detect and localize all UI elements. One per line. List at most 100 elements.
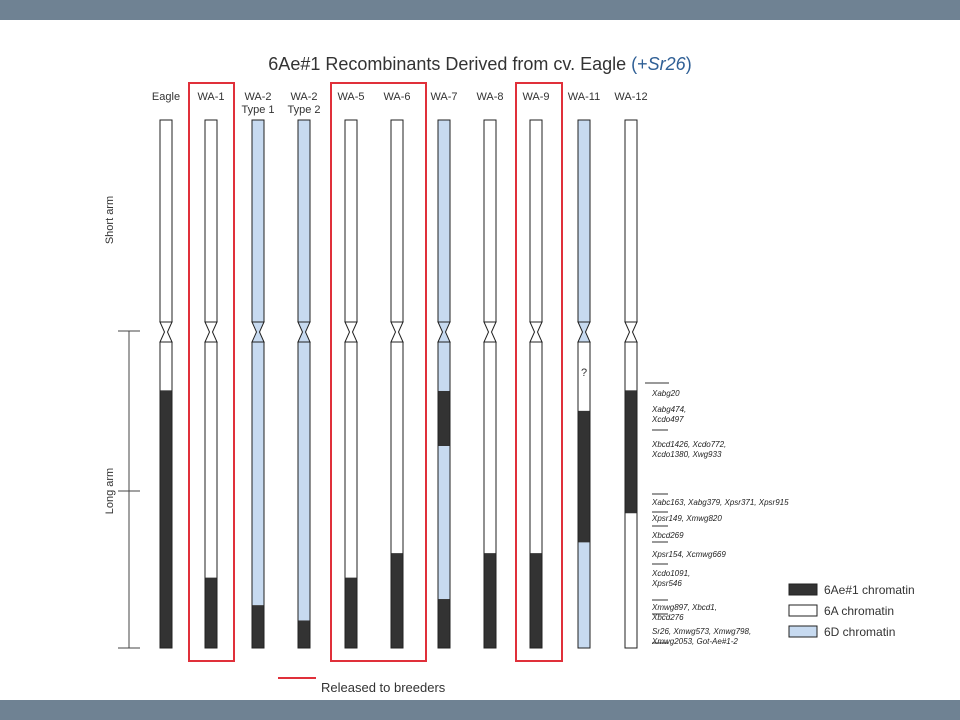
segment-ae (530, 553, 542, 648)
released-box-3 (515, 82, 563, 662)
marker-text: Xcdo1380, Xwg933 (651, 450, 722, 459)
marker-text: Xabg20 (651, 389, 680, 398)
chromosome-wa-6: WA-6 (383, 91, 411, 649)
short-arm-label: Short arm (104, 196, 116, 244)
segment-6a (625, 342, 637, 391)
footer-bar (0, 700, 960, 720)
marker-group: Xbcd269 (651, 531, 684, 543)
legend-label: 6Ae#1 chromatin (824, 583, 915, 597)
marker-text: Sr26, Xmwg573, Xmwg798, (652, 627, 751, 636)
legend-swatch (788, 604, 818, 617)
marker-group: Xabg474,Xcdo497 (651, 405, 686, 431)
long-arm-label: Long arm (104, 468, 116, 514)
marker-group: Xabg20 (645, 382, 680, 398)
segment-6d (578, 542, 590, 648)
marker-text: Xpsr149, Xmwg820 (651, 514, 722, 523)
segment-6a (205, 342, 217, 578)
legend-label: 6A chromatin (824, 604, 894, 618)
legend-item: 6A chromatin (788, 604, 894, 618)
segment-ae (252, 605, 264, 648)
chromosome-wa-12: WA-12 (614, 91, 648, 649)
chromosome-label: WA-11 (568, 91, 600, 103)
marker-text: Xpsr154, Xcmwg669 (651, 550, 726, 559)
title-main: 6Ae#1 Recombinants Derived from cv. Eagl… (268, 54, 632, 74)
segment-6a (205, 120, 217, 322)
marker-text: Xbcd276 (651, 613, 684, 622)
legend-item: 6D chromatin (788, 625, 895, 639)
centromere (529, 321, 543, 343)
chromosome-label: WA-6 (383, 91, 410, 103)
marker-text: Xbcd269 (651, 531, 684, 540)
chromosome-wa-11: WA-11? (568, 91, 600, 649)
marker-group: Xabc163, Xabg379, Xpsr371, Xpsr915 (651, 498, 789, 513)
segment-6d (252, 120, 264, 322)
segment-ae (484, 553, 496, 648)
marker-group: Xpsr154, Xcmwg669 (651, 550, 726, 565)
chromosome-wa-5: WA-5 (337, 91, 365, 649)
released-boxes (188, 82, 563, 662)
segment-6d (298, 342, 310, 621)
segment-6a (484, 342, 496, 554)
segment-6a (625, 513, 637, 648)
chromosome-wa-8: WA-8 (476, 91, 504, 649)
segment-6d (298, 120, 310, 322)
segment-6a (530, 342, 542, 554)
title-paren-open: (+ (631, 54, 648, 74)
chromosome-sublabel: Type 1 (241, 104, 274, 116)
segment-ae (345, 577, 357, 648)
segment-ae (438, 390, 450, 447)
chromosome-label: WA-5 (337, 91, 364, 103)
segment-6a (484, 120, 496, 322)
chromosome-label: WA-9 (522, 91, 549, 103)
segment-6a (530, 120, 542, 322)
released-key-label: Released to breeders (321, 680, 446, 695)
legend-label: 6D chromatin (824, 625, 895, 639)
header-bar (0, 0, 960, 20)
segment-6a (578, 342, 590, 411)
segment-6a (160, 120, 172, 322)
chromosome-label: WA-2 (290, 91, 317, 103)
released-box-2 (330, 82, 427, 662)
segment-6d (438, 446, 450, 600)
chromosome-label: WA-7 (430, 91, 457, 103)
legend-swatch (788, 625, 818, 638)
centromere (204, 321, 218, 343)
segment-6a (391, 120, 403, 322)
centromere (437, 321, 451, 343)
marker-text: Xcdo1091, (651, 569, 690, 578)
segment-6a (345, 120, 357, 322)
marker-group: Xmwg897, Xbcd1,Xbcd276 (651, 603, 717, 622)
marker-text: Xmwg897, Xbcd1, (651, 603, 717, 612)
marker-text: Xabc163, Xabg379, Xpsr371, Xpsr915 (651, 498, 789, 507)
legend-swatch (788, 583, 818, 596)
segment-6d (252, 342, 264, 606)
segment-6a (160, 342, 172, 391)
segment-6d (438, 342, 450, 391)
chromosome-wa-7: WA-7 (430, 91, 458, 649)
slide-title: 6Ae#1 Recombinants Derived from cv. Eagl… (0, 54, 960, 75)
segment-ae (578, 410, 590, 543)
uncertain-mark: ? (581, 367, 587, 379)
segment-6a (391, 342, 403, 554)
marker-text: Xbcd1426, Xcdo772, (651, 440, 726, 449)
marker-group: Sr26, Xmwg573, Xmwg798,Xmwg2053, Got-Ae#… (651, 627, 751, 646)
marker-text: Xabg474, (651, 405, 686, 414)
segment-ae (205, 577, 217, 648)
segment-ae (438, 599, 450, 648)
centromere (577, 321, 591, 343)
title-gene: Sr26 (647, 54, 686, 74)
segment-6d (438, 120, 450, 322)
centromere (390, 321, 404, 343)
segment-ae (298, 620, 310, 648)
marker-text: Xpsr546 (651, 579, 682, 588)
segment-6a (625, 120, 637, 322)
centromere (297, 321, 311, 343)
centromere (159, 321, 173, 343)
released-box-1 (188, 82, 235, 662)
segment-6a (345, 342, 357, 578)
legend: 6Ae#1 chromatin 6A chromatin 6D chromatinR… (278, 583, 915, 695)
